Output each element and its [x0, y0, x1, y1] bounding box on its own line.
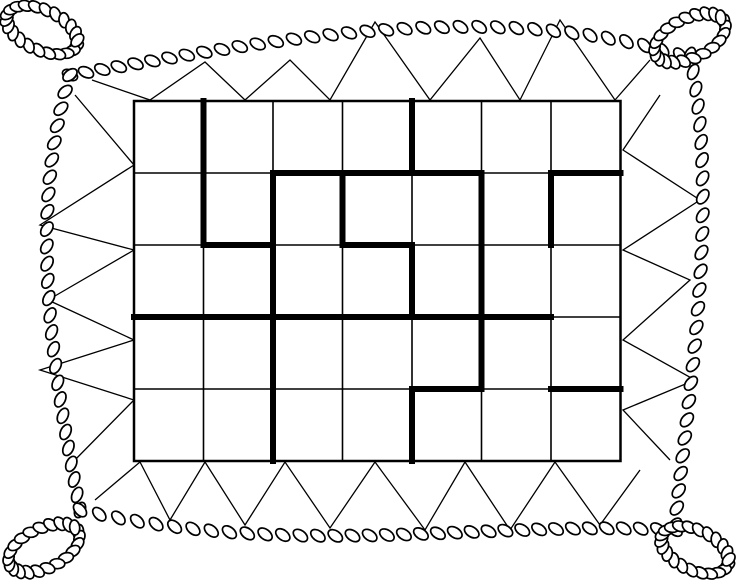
grid-cell-r5-c7[interactable] [551, 389, 621, 461]
grid-cell-r5-c3[interactable] [273, 389, 343, 461]
grid-cell-r3-c7[interactable] [551, 245, 621, 317]
grid-cell-r1-c6[interactable] [482, 101, 552, 173]
grid-cell-r1-c7[interactable] [551, 101, 621, 173]
grid-cell-r5-c1[interactable] [134, 389, 204, 461]
grid-cell-r2-c5[interactable] [412, 173, 482, 245]
grid-cells [134, 101, 621, 461]
grid-cell-r5-c5[interactable] [412, 389, 482, 461]
grid-cell-r1-c5[interactable] [412, 101, 482, 173]
grid-cell-r1-c4[interactable] [343, 101, 413, 173]
grid-cell-r2-c6[interactable] [482, 173, 552, 245]
grid-cell-r5-c4[interactable] [343, 389, 413, 461]
grid-cell-r1-c1[interactable] [134, 101, 204, 173]
grid-cell-r4-c7[interactable] [551, 317, 621, 389]
grid-cell-r4-c4[interactable] [343, 317, 413, 389]
grid-cell-r1-c3[interactable] [273, 101, 343, 173]
grid-cell-r5-c6[interactable] [482, 389, 552, 461]
grid-cell-r2-c1[interactable] [134, 173, 204, 245]
grid-cell-r3-c1[interactable] [134, 245, 204, 317]
grid-cell-r4-c5[interactable] [412, 317, 482, 389]
grid-cell-r3-c4[interactable] [343, 245, 413, 317]
grid-cell-r2-c7[interactable] [551, 173, 621, 245]
grid-cell-r2-c3[interactable] [273, 173, 343, 245]
grid-cell-r3-c5[interactable] [412, 245, 482, 317]
grid-cell-r3-c6[interactable] [482, 245, 552, 317]
grid-cell-r3-c2[interactable] [204, 245, 274, 317]
grid-cell-r1-c2[interactable] [204, 101, 274, 173]
grid-cell-r5-c2[interactable] [204, 389, 274, 461]
grid-cell-r4-c2[interactable] [204, 317, 274, 389]
grid-cell-r2-c4[interactable] [343, 173, 413, 245]
grid-cell-r3-c3[interactable] [273, 245, 343, 317]
grid-cell-r4-c1[interactable] [134, 317, 204, 389]
grid-cell-r2-c2[interactable] [204, 173, 274, 245]
grid-cell-r4-c3[interactable] [273, 317, 343, 389]
grid-cell-r4-c6[interactable] [482, 317, 552, 389]
